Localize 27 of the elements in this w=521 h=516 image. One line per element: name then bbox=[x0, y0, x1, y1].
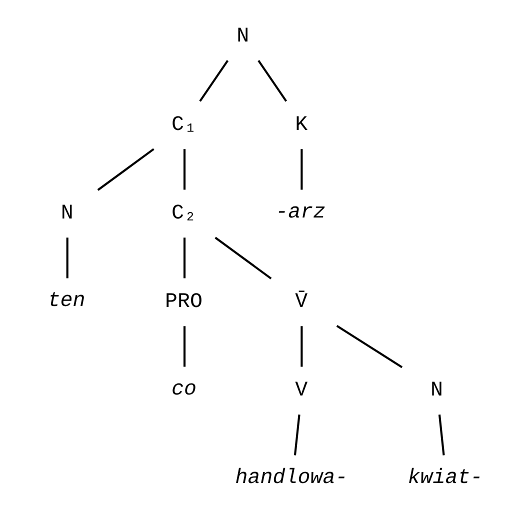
node-text: ten bbox=[47, 290, 85, 313]
node-text: V bbox=[294, 380, 308, 403]
node-text: C₁ bbox=[171, 114, 196, 138]
connector bbox=[66, 238, 68, 278]
node-text: N bbox=[60, 202, 73, 226]
connector bbox=[336, 325, 402, 368]
node-text: C₂ bbox=[171, 202, 196, 226]
connector bbox=[214, 236, 272, 280]
node-text: -arz bbox=[275, 201, 326, 224]
connector bbox=[438, 414, 444, 456]
node-text: handlowa- bbox=[234, 466, 348, 490]
node-text: kwiat- bbox=[407, 466, 482, 490]
node-text: V̄ bbox=[294, 291, 308, 314]
node-text: N bbox=[430, 380, 443, 403]
connector bbox=[293, 414, 300, 456]
node-text: N bbox=[236, 26, 249, 49]
node-text: K bbox=[294, 114, 308, 138]
connector bbox=[96, 148, 154, 191]
connector bbox=[198, 60, 228, 102]
connector bbox=[300, 149, 302, 190]
connector bbox=[182, 238, 186, 278]
connector bbox=[300, 326, 302, 367]
connector bbox=[257, 60, 287, 102]
connector bbox=[182, 149, 186, 190]
node-text: PRO bbox=[164, 291, 202, 314]
node-text: co bbox=[171, 378, 196, 402]
connector bbox=[182, 326, 186, 367]
